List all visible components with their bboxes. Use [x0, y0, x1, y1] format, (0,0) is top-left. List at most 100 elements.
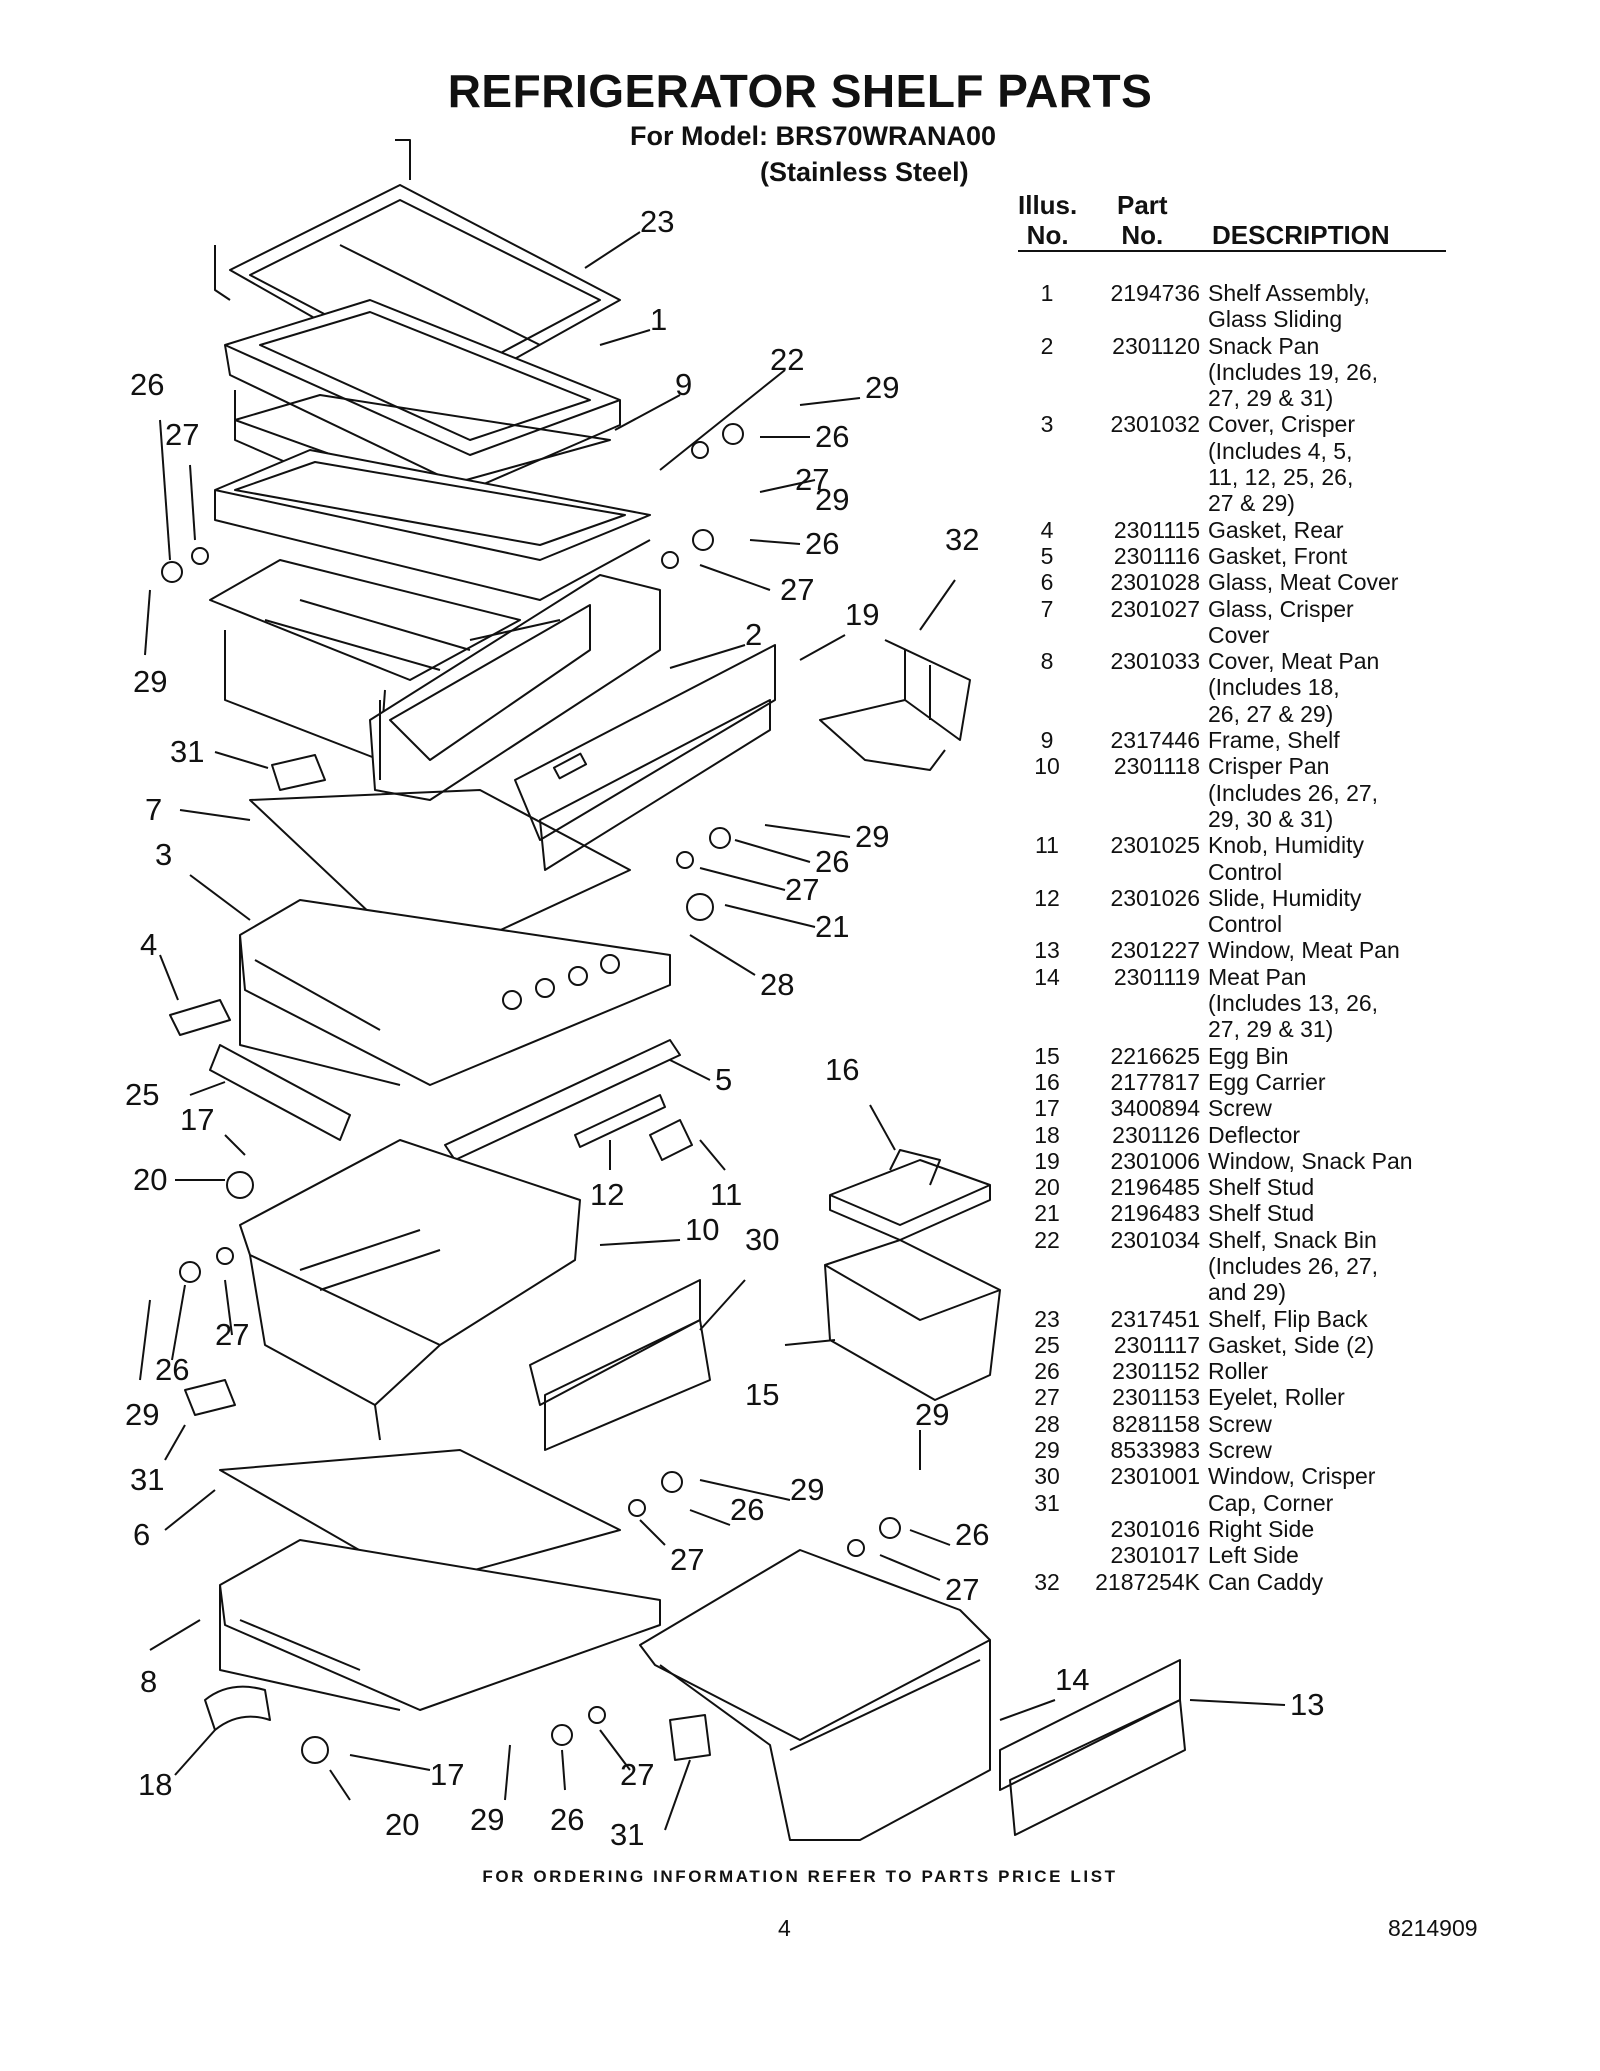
- illus-no: 25: [1034, 1331, 1060, 1358]
- part-snack-bin-shelf: [214, 449, 651, 601]
- callout: 7: [145, 792, 162, 827]
- illus-no: 13: [1034, 937, 1060, 964]
- callout: 26: [815, 419, 849, 454]
- callout: 31: [610, 1817, 644, 1852]
- description: Can Caddy: [1208, 1568, 1324, 1595]
- callout: 22: [770, 342, 804, 377]
- part-no: 2301034: [1110, 1226, 1200, 1253]
- callout: 20: [385, 1807, 419, 1842]
- part-humidity-knob: [649, 1119, 693, 1161]
- part-meat-pan-window: [999, 1659, 1186, 1836]
- illus-no: 4: [1040, 516, 1054, 543]
- callout: 29: [470, 1802, 504, 1837]
- part-shelf-stud: [226, 1171, 254, 1199]
- description: Eyelet, Roller: [1208, 1384, 1345, 1411]
- document-number: 8214909: [1388, 1915, 1478, 1941]
- callout: 13: [1290, 1687, 1324, 1722]
- callout: 1: [650, 302, 667, 337]
- description: Shelf Stud: [1208, 1200, 1315, 1227]
- description: Knob, Humidity Control: [1208, 832, 1364, 885]
- illus-no: 6: [1040, 569, 1054, 596]
- part-no: 2194736: [1110, 280, 1200, 306]
- callout: 16: [825, 1052, 859, 1087]
- part-no: 2317446: [1110, 727, 1200, 754]
- callout: 27: [670, 1542, 704, 1577]
- callout: 9: [675, 367, 692, 402]
- illus-no: 12: [1034, 884, 1060, 911]
- part-no: 2196483: [1110, 1200, 1200, 1227]
- description: Cap, Corner: [1208, 1489, 1334, 1516]
- description: Gasket, Front: [1208, 542, 1348, 569]
- header-rule: [1018, 250, 1446, 252]
- description: Egg Bin: [1208, 1042, 1289, 1069]
- illus-no: 14: [1034, 963, 1060, 990]
- description: Left Side: [1208, 1542, 1299, 1569]
- part-crisper-window: [529, 1279, 711, 1451]
- description: Egg Carrier: [1208, 1068, 1326, 1095]
- callout: 27: [945, 1572, 979, 1607]
- callout: 29: [790, 1472, 824, 1507]
- description: Cover, Crisper (Includes 4, 5, 11, 12, 2…: [1208, 411, 1355, 517]
- description: Shelf Stud: [1208, 1174, 1315, 1201]
- illus-no: 1: [1040, 280, 1054, 306]
- part-crisper-pan: [239, 1139, 581, 1441]
- callout: 10: [685, 1212, 719, 1247]
- table-row: 2301017 Left Side: [1012, 1542, 1452, 1568]
- part-no: 2301006: [1110, 1147, 1200, 1174]
- illus-no: 26: [1034, 1358, 1060, 1385]
- description: Frame, Shelf: [1208, 727, 1340, 754]
- illus-no: 20: [1034, 1174, 1060, 1201]
- illus-no: 22: [1034, 1226, 1060, 1253]
- callout: 26: [130, 367, 164, 402]
- callout: 26: [550, 1802, 584, 1837]
- part-shelf-stud: [686, 893, 714, 921]
- callout: 29: [855, 819, 889, 854]
- description: Roller: [1208, 1358, 1269, 1385]
- part-no: 2301117: [1113, 1331, 1200, 1358]
- part-no: 2301028: [1110, 569, 1200, 596]
- description: Cover, Meat Pan (Includes 18, 26, 27 & 2…: [1208, 648, 1380, 727]
- part-corner-cap: [184, 754, 711, 1761]
- callout: 29: [915, 1397, 949, 1432]
- part-no: 2301027: [1110, 595, 1200, 622]
- description: Meat Pan (Includes 13, 26, 27, 29 & 31): [1208, 963, 1379, 1043]
- callout: 18: [138, 1767, 172, 1802]
- description: Glass, Crisper Cover: [1208, 595, 1354, 648]
- illus-no: 10: [1034, 753, 1060, 780]
- callout: 29: [133, 664, 167, 699]
- part-meat-pan-cover: [219, 1539, 661, 1711]
- part-snack-pan-inner: [209, 559, 521, 761]
- part-no: 2301116: [1113, 542, 1200, 569]
- illus-no: [1012, 1516, 1082, 1542]
- illus-no: 5: [1040, 542, 1054, 569]
- description: Shelf, Snack Bin (Includes 26, 27, and 2…: [1208, 1226, 1379, 1306]
- callout: 17: [430, 1757, 464, 1792]
- illus-no: 23: [1034, 1305, 1060, 1332]
- part-flip-back-shelf: [214, 139, 621, 396]
- part-no: 2301017: [1110, 1542, 1200, 1569]
- callout: 4: [140, 927, 157, 962]
- illus-no: 8: [1040, 648, 1054, 675]
- callout: 29: [865, 370, 899, 405]
- part-no: 2187254K: [1095, 1568, 1200, 1595]
- illus-no: 19: [1034, 1147, 1060, 1174]
- part-humidity-slide: [574, 1094, 666, 1148]
- callout: 27: [780, 572, 814, 607]
- part-no: 2301025: [1110, 832, 1200, 859]
- illus-no: 28: [1034, 1410, 1060, 1437]
- part-no: 3400894: [1110, 1095, 1200, 1122]
- page-number: 4: [778, 1915, 791, 1941]
